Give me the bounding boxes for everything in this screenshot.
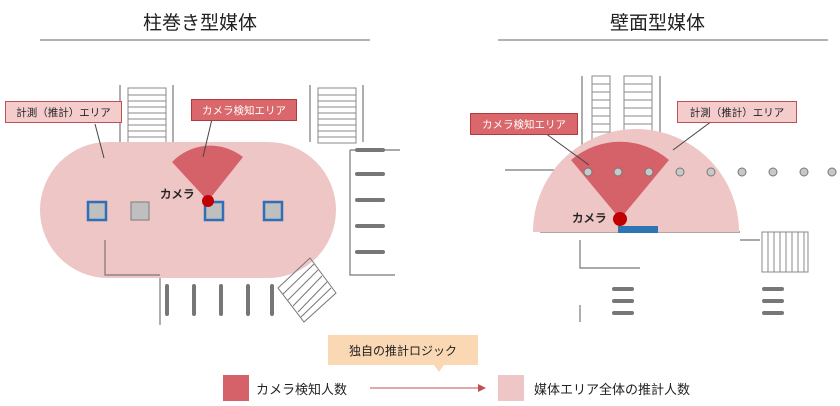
pillar-2 [130,201,150,221]
floor-markers-bottom [165,284,274,316]
legend-estimated-total: 媒体エリア全体の推計人数 [534,383,691,398]
stairs-top-right [317,87,357,144]
pillar-1 [86,200,108,222]
stairs-bottom-right [277,257,337,323]
floor-markers-right [355,148,385,254]
camera-label-left: カメラ [160,187,195,201]
stairs-bottom-right-panel [761,231,809,273]
person-markers [583,167,837,177]
camera-area-label-left: カメラ検知エリア [191,99,297,121]
wall-media-floorplan [498,39,837,322]
estimate-area-region [40,142,336,278]
left-title: 柱巻き型媒体 [143,12,258,34]
leader-estimate-right [672,120,713,151]
estimate-area-label-right: 計測（推計）エリア [677,101,797,123]
legend [370,365,486,392]
camera-detection-sector-right [571,141,669,219]
legend-arrow-head [478,384,486,392]
legend-swatch-estimate [498,375,524,401]
wall-media-bar [618,226,658,233]
leader-camera-right [544,132,590,166]
leader-estimate-left [94,123,105,159]
camera-label-right: カメラ [572,211,607,225]
estimate-area-label-left: 計測（推計）エリア [5,101,122,123]
camera-detection-sector [172,145,243,201]
camera-area-label-right: カメラ検知エリア [470,113,578,135]
camera-dot-right [613,212,627,226]
legend-camera-count: カメラ検知人数 [256,383,348,398]
camera-dot-left [202,195,214,207]
legend-swatch-camera [223,375,249,401]
pillar-4 [262,200,284,222]
leader-camera-left [202,118,213,158]
stairs-top-left [127,87,167,144]
estimation-logic-box: 独自の推計ロジック [328,335,478,365]
right-title: 壁面型媒体 [610,12,706,34]
floor-markers-right-panel [612,287,784,315]
pillar-media-floorplan [40,39,400,325]
logic-pointer [434,365,444,372]
